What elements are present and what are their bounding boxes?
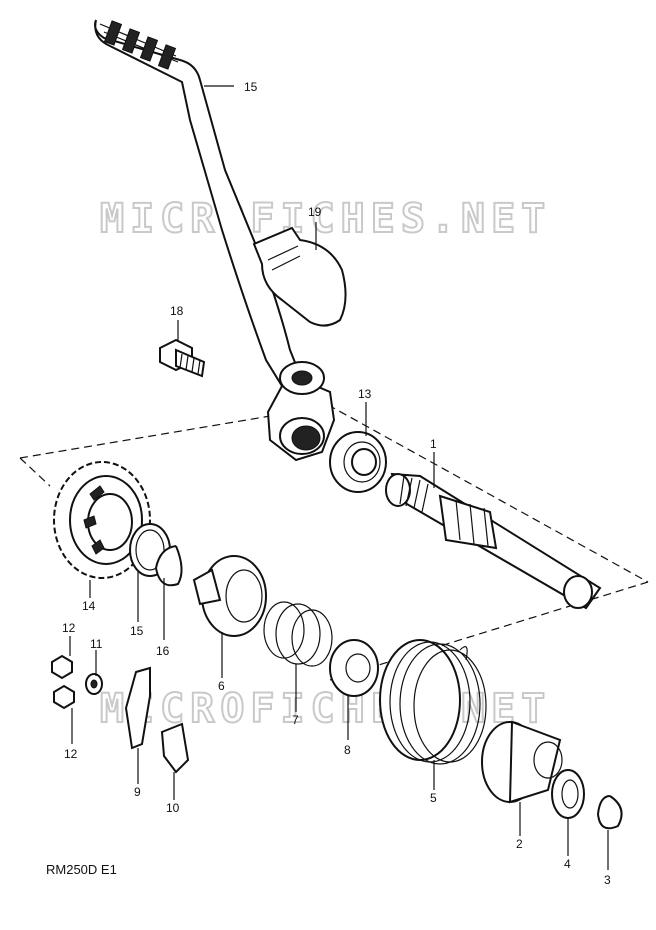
callout-8: 8 <box>344 743 351 757</box>
callout-12-upper: 12 <box>62 621 76 635</box>
watermark-top: MICROFICHES.NET <box>100 196 551 242</box>
watermark-bottom: MICROFICHES.NET <box>100 686 551 732</box>
callout-11: 11 <box>90 637 103 651</box>
stopper-plate-drawing <box>124 666 151 750</box>
lever-bolt-drawing <box>159 338 206 378</box>
callout-16: 16 <box>156 644 170 658</box>
guide-plate-drawing <box>160 722 190 774</box>
callout-17: 15 <box>244 80 258 94</box>
circlip-3-drawing <box>596 795 623 830</box>
pawl-spring-drawing <box>263 601 333 667</box>
callout-1: 1 <box>430 437 437 451</box>
lever-boot-drawing <box>252 226 347 327</box>
callout-15: 15 <box>130 624 144 638</box>
callout-12-lower: 12 <box>64 747 78 761</box>
callout-5: 5 <box>430 791 437 805</box>
reference-code: RM250D E1 <box>46 862 117 877</box>
callout-13: 13 <box>358 387 372 401</box>
kick-starter-pawl-drawing <box>192 555 267 637</box>
callout-6: 6 <box>218 679 225 693</box>
oil-seal-drawing <box>329 431 387 493</box>
spring-guide-drawing <box>481 720 563 804</box>
callout-7: 7 <box>292 713 299 727</box>
callout-14: 14 <box>82 599 96 613</box>
callout-leaders <box>69 85 609 870</box>
callout-4: 4 <box>564 857 571 871</box>
washer-8-drawing <box>329 639 379 697</box>
callout-9: 9 <box>134 785 141 799</box>
kick-starter-lever-drawing <box>94 19 336 462</box>
callout-3: 3 <box>604 873 611 887</box>
washer-4-drawing <box>551 769 585 819</box>
bolts-drawing <box>51 654 103 710</box>
callout-10: 10 <box>166 801 180 815</box>
idle-gear-drawing <box>53 461 151 579</box>
callout-19: 19 <box>308 205 322 219</box>
kick-starter-shaft-drawing <box>385 472 602 610</box>
callout-2: 2 <box>516 837 523 851</box>
return-spring-drawing <box>379 639 487 765</box>
callout-18: 18 <box>170 304 184 318</box>
